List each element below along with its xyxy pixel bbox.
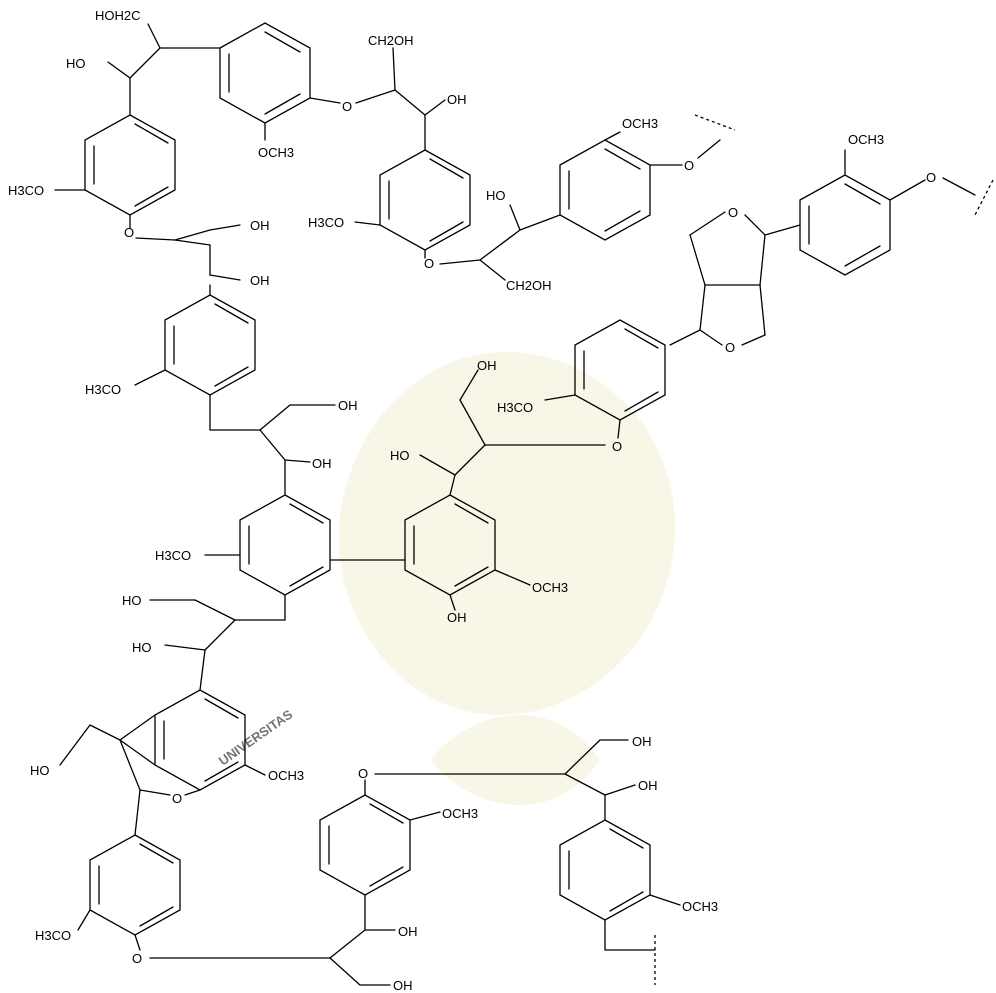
unit-k-ring [77, 834, 331, 959]
unit-d-ring [559, 114, 736, 241]
label-ho-m: HO [132, 640, 152, 655]
label-o-ring2: O [725, 340, 735, 355]
unit-g-ring [134, 224, 336, 496]
label-h3co-d: H3CO [85, 382, 121, 397]
unit-c-ring [354, 149, 561, 281]
unit-b-ring [219, 22, 446, 151]
university-watermark: UNIVERSITAS [216, 351, 675, 805]
label-oh-r: OH [638, 778, 658, 793]
label-oh-c: OH [250, 273, 270, 288]
unit-j-chain [59, 599, 266, 836]
label-h3co-a: H3CO [8, 183, 44, 198]
unit-i-ring [404, 369, 606, 611]
label-o-ring1: O [728, 205, 738, 220]
label-oh-g: OH [338, 398, 358, 413]
watermark-text: UNIVERSITAS [216, 706, 296, 768]
watermark-emblem [338, 351, 675, 715]
label-oh-center: OH [447, 610, 467, 625]
watermark-leaf [430, 715, 600, 805]
label-och3-m: OCH3 [268, 768, 304, 783]
label-ch2oh-d: CH2OH [506, 278, 552, 293]
label-o-b: O [342, 99, 352, 114]
unit-a-ring [54, 23, 221, 241]
label-ho-n: HO [30, 763, 50, 778]
label-och3-u: OCH3 [682, 899, 718, 914]
label-o-p: O [358, 766, 368, 781]
label-h3co-f: H3CO [35, 928, 71, 943]
label-oh-q: OH [632, 734, 652, 749]
label-och3-j: OCH3 [532, 580, 568, 595]
label-ho-l: HO [122, 593, 142, 608]
label-och3-p: OCH3 [442, 806, 478, 821]
unit-m-ring [559, 739, 681, 985]
label-och3-e: OCH3 [622, 116, 658, 131]
label-oh-a: OH [447, 92, 467, 107]
label-och3-f: OCH3 [848, 132, 884, 147]
label-oh-b: OH [250, 218, 270, 233]
unit-e-ring [764, 149, 994, 276]
label-oh-s: OH [398, 924, 418, 939]
label-h3co-c: H3CO [497, 400, 533, 415]
label-o-s: O [132, 951, 142, 966]
label-och3-a: OCH3 [258, 145, 294, 160]
label-ho-k: HO [390, 448, 410, 463]
label-ch2oh-a: CH2OH [368, 33, 414, 48]
label-h3co-e-center: H3CO [155, 548, 191, 563]
label-h3co-b: H3CO [308, 215, 344, 230]
label-ho-d: HO [486, 188, 506, 203]
unit-f-ring [544, 319, 666, 439]
label-hoh2c: HOH2C [95, 8, 141, 23]
label-o-e: O [684, 158, 694, 173]
unit-h-ring [204, 494, 406, 621]
label-oh-j: OH [477, 358, 497, 373]
label-o-f: O [926, 170, 936, 185]
label-oh-h: OH [312, 456, 332, 471]
label-ho-top: HO [66, 56, 86, 71]
label-o-n: O [172, 791, 182, 806]
label-o-a: O [124, 225, 134, 240]
label-oh-t: OH [393, 978, 413, 993]
label-o-i: O [612, 439, 622, 454]
label-o-c: O [424, 256, 434, 271]
furofuran-rings [669, 211, 766, 346]
unit-l-ring [319, 773, 566, 986]
